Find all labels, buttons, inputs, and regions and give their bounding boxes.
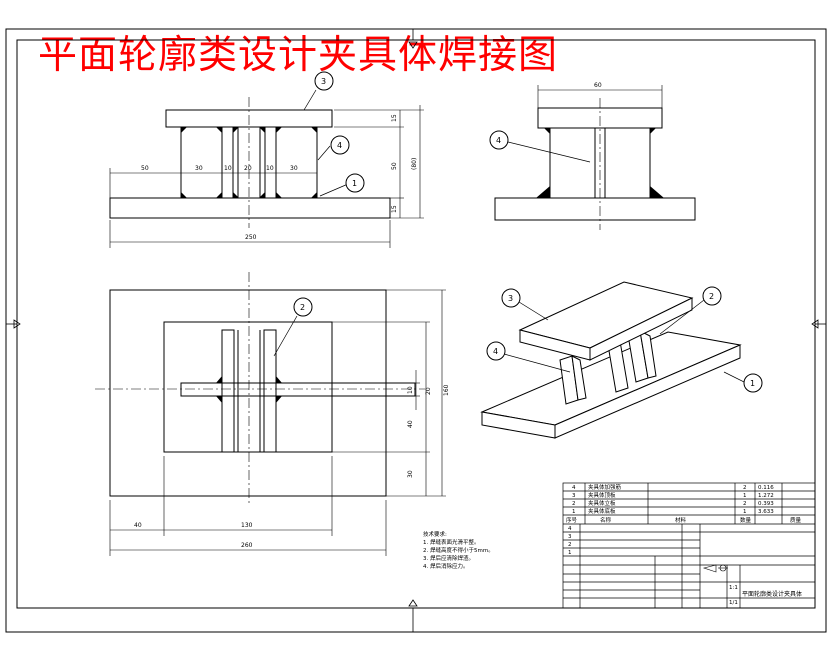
bom-name: 夹具体顶板 [588,491,616,499]
bom-mass: 0.116 [758,485,774,491]
title-block [562,482,816,609]
callout-label: 4 [337,141,342,150]
dim-label: 20 [425,387,432,395]
sheet-value: 1/1 [729,600,738,606]
front-view: 50 30 10 20 10 30 250 15 50 (80) 15 3 4 … [109,71,424,248]
side-base-plate [494,197,696,221]
dim-label: 30 [290,165,298,172]
dim-label: 50 [391,162,398,170]
dim-label: 160 [443,384,450,396]
notes-item: 2. 焊缝高度不得小于5mm。 [423,546,494,554]
bom-header: 质量 [790,516,802,524]
dim-label: (80) [411,158,418,170]
dim-label: 30 [195,165,203,172]
bom-mass: 1.272 [758,493,774,499]
callout-circle [743,373,763,393]
dim-label: 15 [391,114,398,122]
scale-value: 1:1 [729,585,738,591]
callout-label: 4 [493,347,498,356]
callout-label: 3 [508,294,513,303]
technical-notes: 技术要求: 1. 焊缝表面光滑平整。 2. 焊缝高度不得小于5mm。 3. 焊后… [423,530,494,570]
top-base-outline [109,289,387,497]
callout-circle [330,135,350,155]
side-view: 60 4 [489,82,696,230]
projection-symbol-icon [702,564,728,573]
dim-label: 40 [407,420,414,428]
dim-label: 20 [244,165,252,172]
dim-label: 250 [245,234,257,241]
dim-label: 60 [594,82,602,89]
rev-no: 3 [568,534,572,540]
callout-circle [345,173,365,193]
rev-no: 1 [568,550,572,556]
bom-no: 4 [572,485,576,491]
dim-label: 130 [241,522,253,529]
callout-label: 3 [321,77,326,86]
bom-header: 名称 [600,516,612,524]
outer-frame [5,28,827,633]
callout-circle [293,297,313,317]
drawing-title: 平面轮廓类设计夹具体焊接图 [38,33,559,78]
notes-heading: 技术要求: [423,530,447,538]
bom-header: 序号 [566,516,578,524]
front-base-plate [109,197,391,219]
dim-label: 40 [134,522,142,529]
rev-no: 4 [568,526,572,532]
frame-marks [6,29,826,632]
callout-circle [702,286,722,306]
callout-label: 1 [352,179,357,188]
front-dim-labels: 50 30 10 20 10 30 250 15 50 (80) 15 [141,114,418,241]
callout-label: 4 [496,136,501,145]
dim-label: 260 [241,542,253,549]
callout-label: 2 [709,292,714,301]
isometric-view: 3 2 4 1 [480,281,763,439]
notes-item: 3. 焊后应清除焊渣。 [423,554,474,562]
bom-qty: 1 [743,509,747,515]
notes-item: 4. 焊后消除应力。 [423,562,469,570]
bom-qty: 2 [743,485,747,491]
dim-label: 10 [224,165,232,172]
bom-mass: 0.393 [758,501,774,507]
callout-circle [486,341,506,361]
top-view: 10 20 40 30 160 40 130 260 2 [95,272,450,556]
notes-item: 1. 焊缝表面光滑平整。 [423,538,480,546]
bom-table: 4 夹具体加强筋 2 0.116 3 夹具体顶板 1 1.272 2 夹具体立板… [566,483,802,606]
dim-label: 30 [407,470,414,478]
dim-label: 50 [141,165,149,172]
dim-label: 15 [391,205,398,213]
drawing-name: 平面轮廓类设计夹具体 [742,590,802,598]
rev-no: 2 [568,542,572,548]
bom-header: 材料 [675,516,687,524]
bom-name: 夹具体加强筋 [588,483,622,491]
callout-circle [501,288,521,308]
bom-name: 夹具体立板 [588,499,616,507]
callout-circle [489,130,509,150]
callout-circle [314,71,334,91]
bom-no: 1 [572,509,576,515]
dim-label: 10 [266,165,274,172]
bom-qty: 2 [743,501,747,507]
bom-header: 数量 [740,516,752,524]
bom-mass: 3.633 [758,509,774,515]
bom-name: 夹具体底板 [588,507,616,515]
callout-label: 2 [300,303,305,312]
dim-label: 10 [407,386,414,394]
bom-no: 2 [572,501,576,507]
callout-label: 1 [750,379,755,388]
top-plate-outline [163,321,333,453]
top-rib [180,382,416,397]
bom-qty: 1 [743,493,747,499]
bom-no: 3 [572,493,576,499]
